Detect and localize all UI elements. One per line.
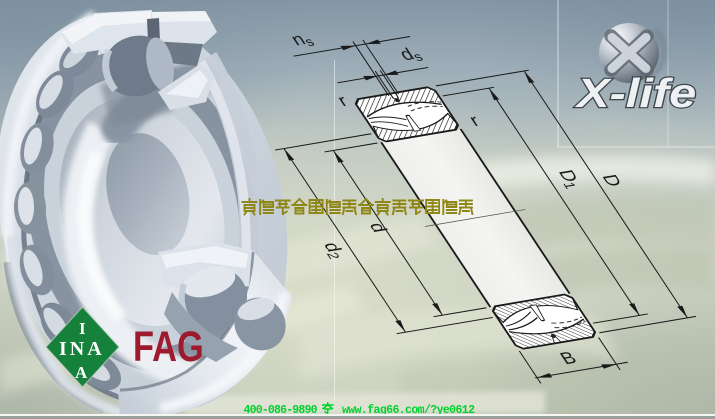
svg-text:D1: D1 [552,168,586,190]
svg-text:d: d [364,222,391,234]
svg-text:I: I [79,319,86,338]
svg-text:www.fag66.com/?ye0612: www.fag66.com/?ye0612 [342,404,475,417]
svg-text:FAG: FAG [133,323,204,370]
svg-text:INA: INA [59,338,105,360]
svg-text:D: D [597,173,625,188]
svg-text:400-086-9890: 400-086-9890 [244,404,318,417]
svg-text:X-life: X-life [574,70,696,116]
svg-text:d2: d2 [318,241,350,260]
svg-text:A: A [75,363,88,382]
